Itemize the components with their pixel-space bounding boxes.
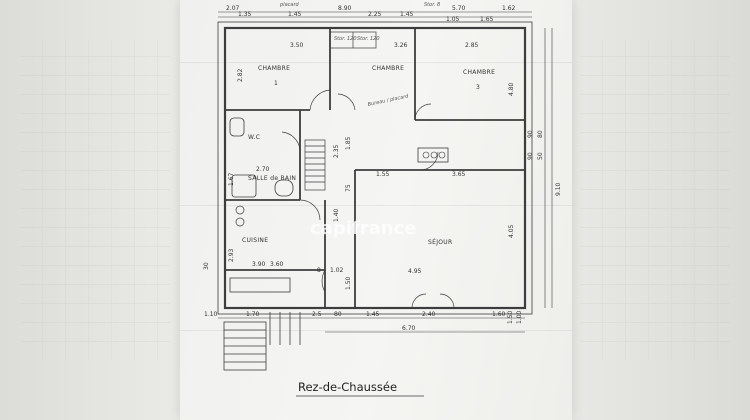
dim-inner: 90 <box>527 152 534 160</box>
dim-inner: 2.70 <box>256 166 270 173</box>
room-label-wc: W.C <box>248 134 260 141</box>
dim-inner: 2.35 <box>333 144 340 158</box>
room-label-cuisine: CUISINE <box>242 237 268 244</box>
floor-plan-drawing: CHAMBRE 1 CHAMBRE CHAMBRE 3 W.C SALLE de… <box>203 2 562 397</box>
room-label-chambre-2: CHAMBRE <box>372 65 404 72</box>
front-steps <box>223 312 301 371</box>
dim-bottom: 1.10 <box>204 311 218 318</box>
plan-title: Rez-de-Chaussée <box>298 380 397 394</box>
room-label-sejour: SÉJOUR <box>428 238 452 246</box>
dim-bottom: 1.45 <box>366 311 380 318</box>
dim-inner: 4.95 <box>408 268 422 275</box>
dim-bottom: 2.40 <box>422 311 436 318</box>
handwritten-note: Stor. 120 <box>334 36 357 42</box>
dim-inner: 1.67 <box>228 172 235 186</box>
staircase <box>304 139 326 191</box>
outer-wall <box>223 26 527 310</box>
dim-inner: 3.65 <box>452 171 466 178</box>
handwritten-note: Stor. 8 <box>424 2 440 8</box>
dim-inner: 3.90 <box>252 261 266 268</box>
dim-inner: 4.80 <box>508 82 515 96</box>
wc-toilet <box>229 117 245 137</box>
dim-inner: 2.82 <box>237 68 244 82</box>
handwritten-note: Stor. 120 <box>357 36 380 42</box>
dim-top: 2.07 <box>226 5 240 12</box>
dim-top: 8.90 <box>338 5 352 12</box>
dim-inner: 1.02 <box>330 267 344 274</box>
dim-inner: 1.85 <box>345 136 352 150</box>
dim-inner: 8 <box>317 267 321 274</box>
handwritten-note: placard <box>279 2 299 8</box>
room-label-chambre-1: CHAMBRE <box>258 65 290 72</box>
dim-top: 1.05 <box>446 16 460 23</box>
room-number-1: 1 <box>274 80 278 87</box>
dim-top: 1.62 <box>502 5 516 12</box>
dim-bottom: 6.70 <box>402 325 416 332</box>
dim-inner: 80 <box>537 130 544 138</box>
room-number-3: 3 <box>476 84 480 91</box>
dim-bottom: 1.50 <box>507 310 514 324</box>
room-label-salle-de-bains: SALLE de BAIN <box>248 175 296 182</box>
dim-inner: 3.60 <box>270 261 284 268</box>
paper-fold <box>180 205 572 206</box>
dim-bottom: 80 <box>334 311 342 318</box>
dim-inner: 50 <box>537 152 544 160</box>
dim-inner: 4.05 <box>508 224 515 238</box>
handwritten-note: Bureau / placard <box>367 93 410 108</box>
dim-bottom: 1.70 <box>246 311 260 318</box>
bathtub <box>231 174 257 198</box>
dim-inner: 1.55 <box>376 171 390 178</box>
room-label-chambre-3: CHAMBRE <box>463 69 495 76</box>
ghost-plan-right <box>580 40 730 360</box>
dim-inner: 3.26 <box>394 42 408 49</box>
dim-inner: 2.93 <box>228 248 235 262</box>
outer-wall-line <box>217 21 533 315</box>
dim-inner: 1.40 <box>333 208 340 222</box>
dim-inner: 30 <box>203 262 210 270</box>
dim-top: 2.25 <box>368 11 382 18</box>
dim-inner: 3.50 <box>290 42 304 49</box>
dim-top: 1.45 <box>288 11 302 18</box>
dim-bottom: 1.60 <box>492 311 506 318</box>
watermark: capifrance <box>310 218 416 239</box>
dim-inner: 75 <box>345 184 352 192</box>
floor-plan-sheet: CHAMBRE 1 CHAMBRE CHAMBRE 3 W.C SALLE de… <box>180 0 572 420</box>
dim-top: 1.35 <box>238 11 252 18</box>
dim-top: 1.45 <box>400 11 414 18</box>
dim-top: 1.65 <box>480 16 494 23</box>
dim-inner: 9.10 <box>555 182 562 196</box>
kitchen-counter <box>229 277 291 293</box>
dim-bottom: 1.00 <box>516 310 523 324</box>
dim-inner: 1.50 <box>345 276 352 290</box>
dim-inner: 90 <box>527 130 534 138</box>
washbasin <box>274 179 294 197</box>
paper-fold <box>180 330 572 331</box>
dim-bottom: 2.5 <box>312 311 322 318</box>
ghost-plan-left <box>20 40 170 360</box>
dim-inner: 2.85 <box>465 42 479 49</box>
paper-fold <box>180 62 572 63</box>
dim-top: 5.70 <box>452 5 466 12</box>
